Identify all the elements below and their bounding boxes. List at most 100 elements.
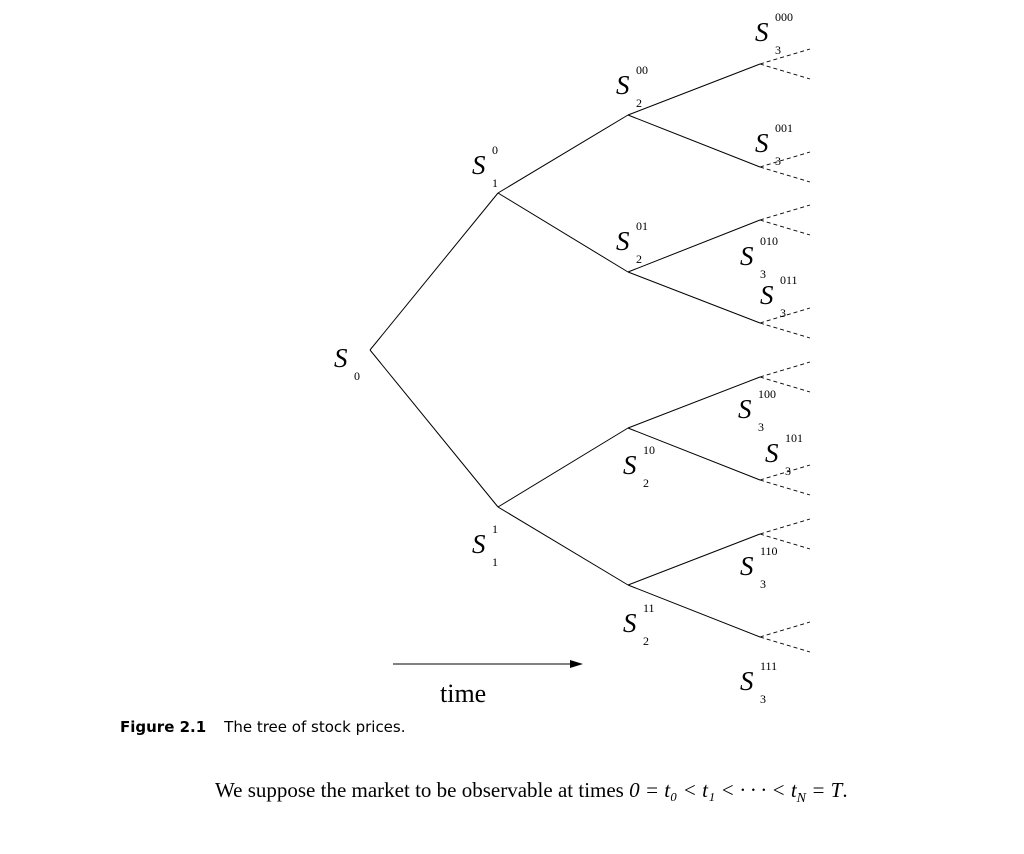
node-label-11: S 11 2 [623,601,655,648]
node-label-00: S 00 2 [616,63,648,110]
tree-edge-101 [627,427,761,481]
tree-dash-down-011 [759,322,811,339]
node-label-sup: 101 [785,431,803,445]
node-label-base: S [740,551,754,581]
tree-dash-up-101 [759,464,811,481]
tree-edge-111 [627,584,761,638]
node-label-sub: 3 [775,43,781,57]
tree-dash-up-011 [759,307,811,324]
tree-edge-011 [627,271,761,324]
node-label-sub: 2 [643,476,649,490]
body-math: 0 = t₀ < t₁ < · · · < tN = T [629,778,843,806]
figure-caption: Figure 2.1 The tree of stock prices. [120,718,406,736]
tree-edge-100 [627,376,761,429]
node-label-101: S 101 3 [765,431,803,478]
tree-edge-01 [497,192,629,273]
node-label-base: S [623,608,637,638]
body-paragraph: We suppose the market to be observable a… [215,778,848,807]
node-label-base: S [740,241,754,271]
tree-edge-0 [369,192,499,351]
node-label-sup: 11 [643,601,655,615]
tree-dash-up-000 [759,48,811,65]
tree-dash-up-110 [759,518,811,535]
node-label-sup: 1 [492,522,498,536]
node-label-base: S [755,17,769,47]
tree-dash-down-001 [759,166,811,183]
node-label-sub: 3 [760,267,766,281]
node-label-sup: 111 [760,659,777,673]
tree-dash-up-001 [759,151,811,168]
body-math-sub: N [796,791,806,807]
node-label-sub: 3 [758,420,764,434]
node-label-base: S [472,150,486,180]
node-label-sub: 1 [492,176,498,190]
tree-dashed-continuations [759,48,811,653]
node-label-sup: 010 [760,234,778,248]
node-label-sup: 01 [636,219,648,233]
node-label-sub: 2 [636,96,642,110]
node-label-sup: 10 [643,443,655,457]
tree-dash-down-101 [759,479,811,496]
node-label-base: S [755,128,769,158]
node-label-sup: 00 [636,63,648,77]
node-label-010: S 010 3 [740,234,778,281]
body-math-chain: 0 = t₀ < t₁ < · · · < t [629,778,797,802]
node-label-sub: 1 [492,555,498,569]
node-label-base: S [738,394,752,424]
tree-dash-up-100 [759,361,811,378]
node-label-base: S [616,70,630,100]
node-label-sub: 3 [775,154,781,168]
node-label-sub: 3 [760,692,766,706]
node-label-root: S0 [334,343,360,383]
body-math-end: = T [806,778,843,802]
node-label-sup: 100 [758,387,776,401]
node-label-110: S 110 3 [740,544,778,591]
tree-edge-110 [627,533,761,586]
node-label-sub: 3 [785,464,791,478]
tree-edge-000 [627,63,761,116]
tree-dash-down-110 [759,533,811,550]
node-label-sup: 001 [775,121,793,135]
tree-edge-11 [497,506,629,586]
node-label-sub: 2 [636,252,642,266]
node-label-sub: 0 [354,369,360,383]
node-label-sub: 2 [643,634,649,648]
node-label-base: S [765,438,779,468]
node-label-001: S 001 3 [755,121,793,168]
tree-dash-up-010 [759,204,811,221]
time-arrowhead [570,660,583,668]
node-label-sup: 0 [492,143,498,157]
time-label: time [440,679,486,708]
node-label-sup: 000 [775,10,793,24]
tree-dash-up-111 [759,621,811,638]
tree-edge-010 [627,219,761,273]
tree-dash-down-100 [759,376,811,393]
node-label-base: S [760,280,774,310]
figure-number: Figure 2.1 [120,718,207,736]
tree-dash-down-111 [759,636,811,653]
body-text-end: . [842,778,848,802]
node-label-sup: 011 [780,273,798,287]
tree-edge-1 [369,349,499,508]
node-label-000: S 000 3 [755,10,793,57]
node-label-sub: 3 [760,577,766,591]
node-label-sub: 3 [780,306,786,320]
body-text-lead: We suppose the market to be observable a… [215,778,630,802]
node-label-sup: 110 [760,544,778,558]
tree-edge-10 [497,427,629,508]
tree-edge-00 [497,114,629,194]
node-label-100: S 100 3 [738,387,776,434]
figure-caption-text: The tree of stock prices. [224,718,406,736]
time-axis: time [393,660,583,708]
node-label-01: S 01 2 [616,219,648,266]
node-label-base: S [616,226,630,256]
node-label-011: S 011 3 [760,273,798,320]
tree-dash-down-000 [759,63,811,80]
tree-edge-001 [627,114,761,168]
